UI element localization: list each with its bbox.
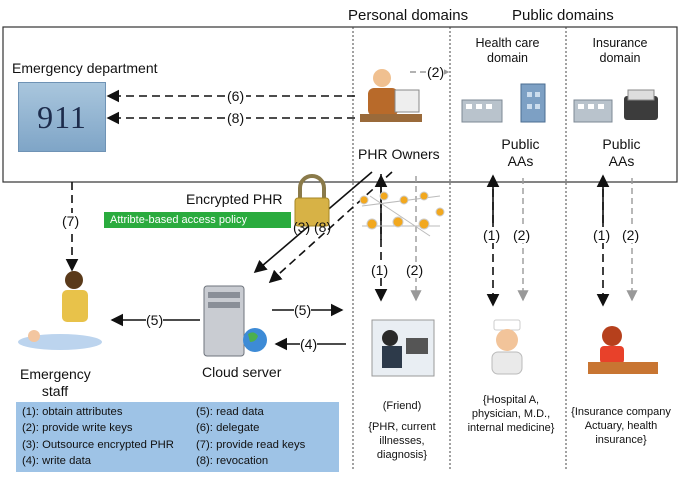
- hospital-icon: [461, 83, 546, 123]
- badge-911: 911: [18, 82, 106, 152]
- emergency-department-label: Emergency department: [12, 60, 158, 76]
- cloud-server-icon: [203, 285, 267, 357]
- legend-item: (5): read data: [196, 406, 264, 418]
- legend-item: (1): obtain attributes: [22, 406, 123, 418]
- phr-owner-icon: [360, 69, 422, 122]
- legend-item: (4): write data: [22, 455, 92, 468]
- public-aas-health-label: Public AAs: [501, 136, 540, 169]
- insurance-worker-icon: [588, 326, 658, 374]
- label-i1: (1): [593, 227, 611, 243]
- friend-attributes: {PHR, current illnesses, diagnosis}: [368, 421, 436, 461]
- hospital-attributes: {Hospital A, physician, M.D., internal m…: [467, 394, 555, 434]
- emergency-box: [2, 26, 678, 183]
- label-6: (6): [225, 88, 247, 104]
- friend-label: (Friend): [382, 400, 422, 412]
- cloud-server-label: Cloud server: [202, 364, 282, 380]
- network-icon: [359, 191, 445, 237]
- label-2-top: (2): [427, 64, 445, 80]
- header-public-domains: Public domains: [512, 7, 614, 24]
- label-h2: (2): [513, 227, 531, 243]
- header-personal-domains: Personal domains: [348, 7, 469, 24]
- header-insurance-domain: Insurance domain: [592, 36, 648, 65]
- legend-item: (8): revocation: [196, 455, 269, 468]
- emergency-staff-label: Emergency staff: [20, 366, 91, 399]
- label-5-left: (5): [146, 312, 164, 328]
- label-7: (7): [62, 213, 80, 229]
- legend-item: (6): delegate: [196, 422, 260, 435]
- padlock-icon: [294, 174, 330, 227]
- phr-owners-label: PHR Owners: [358, 146, 440, 162]
- label-8: (8): [225, 110, 247, 126]
- header-health-care-domain: Health care domain: [475, 36, 540, 65]
- label-4: (4): [300, 336, 318, 352]
- label-p2: (2): [406, 262, 424, 278]
- public-aas-insurance-label: Public AAs: [602, 136, 641, 169]
- encrypted-phr-label: Encrypted PHR: [186, 191, 283, 207]
- legend-item: (7): provide read keys: [196, 438, 306, 451]
- insurance-attributes: {Insurance company Actuary, health insur…: [571, 406, 671, 446]
- label-p1: (1): [371, 262, 389, 278]
- emergency-staff-icon: [18, 271, 102, 350]
- label-i2: (2): [622, 227, 640, 243]
- insurance-building-icon: [573, 89, 658, 123]
- label-3-8: (3) (8): [293, 219, 332, 235]
- friend-icon: [371, 319, 435, 377]
- legend-item: (2): provide write keys: [22, 422, 133, 435]
- nurse-icon: [491, 319, 523, 375]
- label-h1: (1): [483, 227, 501, 243]
- access-policy-banner: Attribte-based access policy: [104, 212, 291, 228]
- legend-box: (1): obtain attributes (2): provide writ…: [16, 402, 339, 472]
- label-5-right: (5): [294, 302, 312, 318]
- legend-item: (3): Outsource encrypted PHR: [22, 438, 174, 451]
